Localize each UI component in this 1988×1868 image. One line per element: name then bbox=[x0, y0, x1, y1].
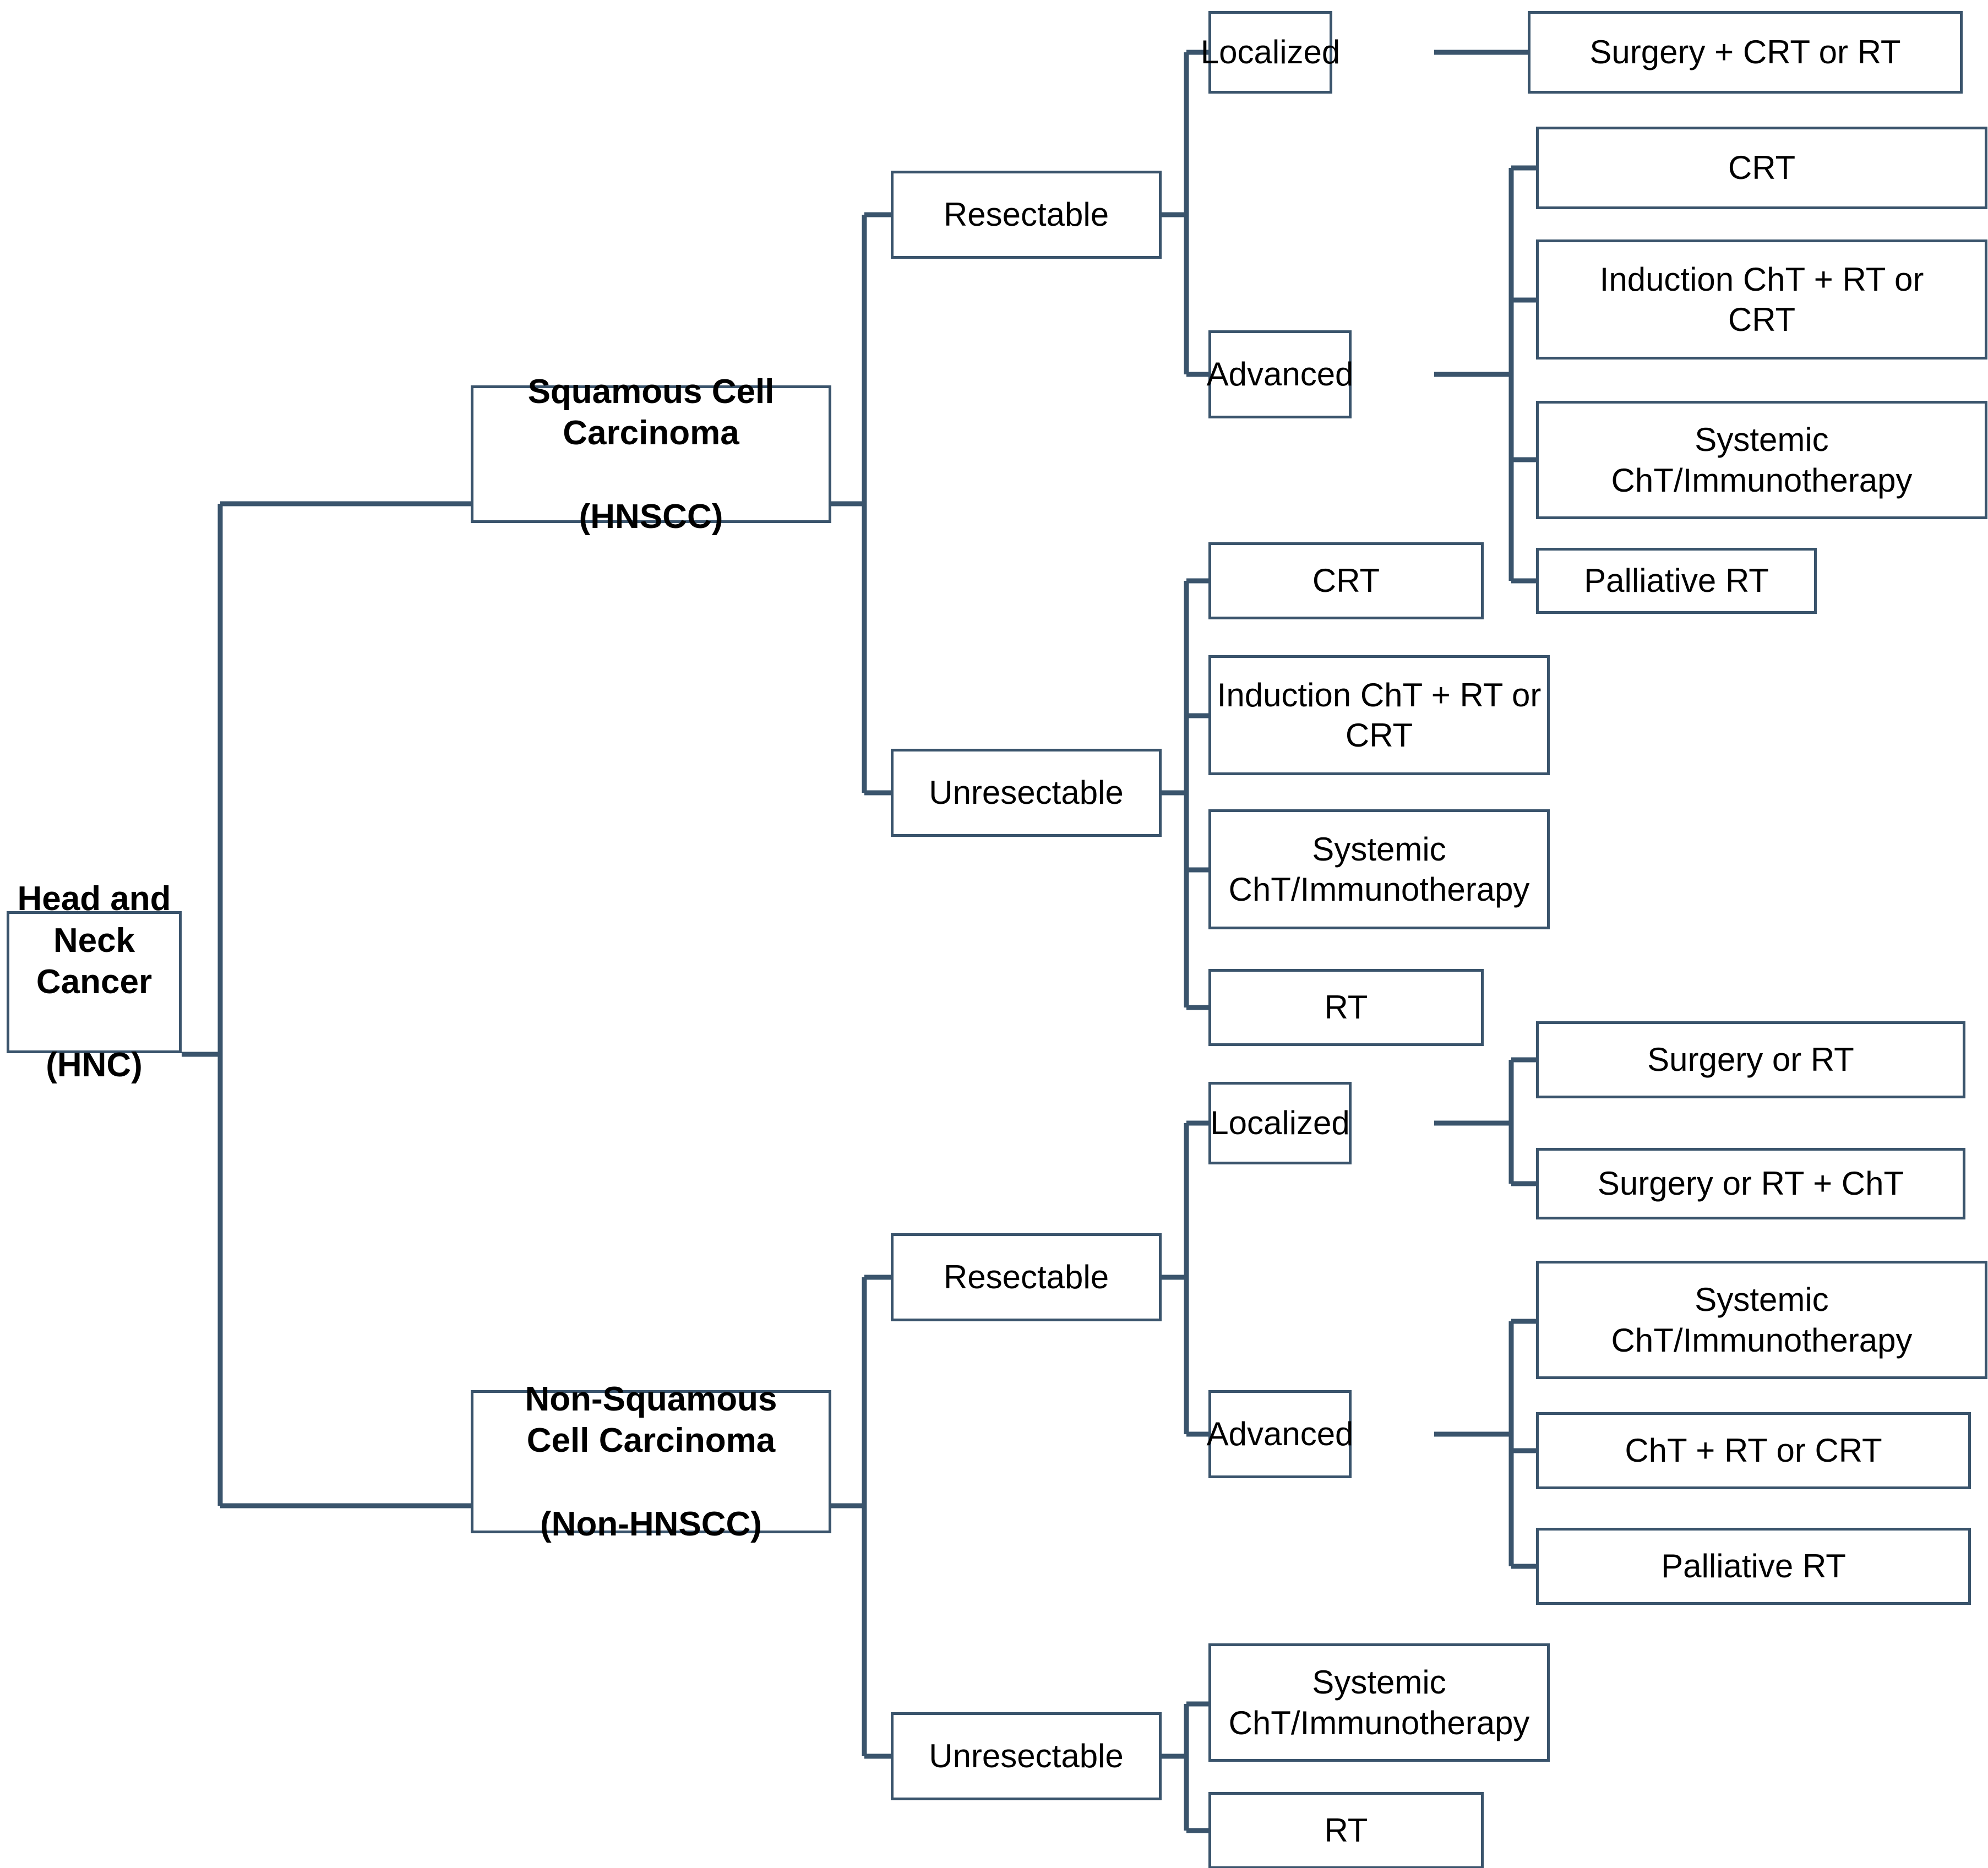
node-non-res-advanced-treatment-2[interactable]: ChT + RT or CRT bbox=[1536, 1412, 1971, 1489]
node-non-hnscc-resectable[interactable]: Resectable bbox=[891, 1233, 1162, 1321]
node-non-unresectable-treatment-2[interactable]: RT bbox=[1208, 1792, 1484, 1868]
node-head-and-neck-cancer[interactable]: Head and Neck Cancer (HNC) bbox=[7, 880, 182, 1084]
node-label: Surgery + CRT or RT bbox=[1589, 34, 1901, 71]
node-hnscc-unresectable-treatment-1[interactable]: CRT bbox=[1208, 542, 1484, 619]
node-label: Induction ChT + RT or CRT bbox=[1599, 260, 1924, 338]
node-label: Advanced bbox=[1206, 356, 1354, 393]
node-non-res-advanced-treatment-1[interactable]: Systemic ChT/Immunotherapy bbox=[1536, 1261, 1987, 1379]
node-hnscc-unresectable-treatment-3[interactable]: Systemic ChT/Immunotherapy bbox=[1208, 809, 1550, 929]
node-label: Non-Squamous Cell Carcinoma (Non-HNSCC) bbox=[525, 1380, 777, 1543]
node-label: Systemic ChT/Immunotherapy bbox=[1611, 421, 1913, 499]
node-hnscc-resectable-localized[interactable]: Localized bbox=[1201, 11, 1340, 94]
node-label: Localized bbox=[1200, 34, 1341, 71]
node-non-res-advanced-treatment-3[interactable]: Palliative RT bbox=[1536, 1528, 1971, 1605]
node-hnscc-unresectable-treatment-2[interactable]: Induction ChT + RT or CRT bbox=[1208, 655, 1550, 775]
node-label: Palliative RT bbox=[1661, 1548, 1846, 1585]
node-non-hnscc[interactable]: Non-Squamous Cell Carcinoma (Non-HNSCC) bbox=[471, 1380, 831, 1543]
node-hnscc-res-advanced-treatment-3[interactable]: Systemic ChT/Immunotherapy bbox=[1536, 401, 1987, 519]
node-label: Surgery or RT + ChT bbox=[1597, 1165, 1904, 1202]
node-label: Systemic ChT/Immunotherapy bbox=[1611, 1281, 1913, 1359]
node-non-res-localized-treatment-2[interactable]: Surgery or RT + ChT bbox=[1536, 1148, 1965, 1219]
node-hnscc-resectable-advanced[interactable]: Advanced bbox=[1206, 330, 1354, 418]
node-label: Palliative RT bbox=[1584, 562, 1769, 600]
node-label: Head and Neck Cancer (HNC) bbox=[17, 879, 171, 1085]
node-label: ChT + RT or CRT bbox=[1625, 1432, 1882, 1469]
node-label: Localized bbox=[1210, 1104, 1350, 1142]
node-hnscc-unresectable-treatment-4[interactable]: RT bbox=[1208, 969, 1484, 1046]
node-non-hnscc-unresectable[interactable]: Unresectable bbox=[891, 1712, 1162, 1800]
node-label: RT bbox=[1324, 1812, 1368, 1849]
node-label: CRT bbox=[1312, 562, 1380, 600]
node-label: Systemic ChT/Immunotherapy bbox=[1228, 1664, 1530, 1741]
node-hnscc-res-advanced-treatment-4[interactable]: Palliative RT bbox=[1536, 548, 1817, 614]
node-hnscc[interactable]: Squamous Cell Carcinoma (HNSCC) bbox=[471, 373, 831, 536]
node-label: Resectable bbox=[943, 1259, 1109, 1296]
node-hnscc-unresectable[interactable]: Unresectable bbox=[891, 749, 1162, 837]
node-non-unresectable-treatment-1[interactable]: Systemic ChT/Immunotherapy bbox=[1208, 1643, 1550, 1762]
node-hnscc-res-localized-treatment-1[interactable]: Surgery + CRT or RT bbox=[1528, 11, 1963, 94]
node-label: RT bbox=[1324, 989, 1368, 1026]
node-label: Surgery or RT bbox=[1647, 1041, 1854, 1079]
node-hnscc-res-advanced-treatment-1[interactable]: CRT bbox=[1536, 127, 1987, 209]
node-label: Unresectable bbox=[929, 774, 1124, 812]
node-label: Squamous Cell Carcinoma (HNSCC) bbox=[527, 372, 775, 536]
node-label: Induction ChT + RT or CRT bbox=[1217, 676, 1542, 754]
node-label: Resectable bbox=[943, 196, 1109, 233]
node-hnscc-res-advanced-treatment-2[interactable]: Induction ChT + RT or CRT bbox=[1536, 239, 1987, 360]
node-label: Unresectable bbox=[929, 1738, 1124, 1775]
node-non-resectable-localized[interactable]: Localized bbox=[1208, 1082, 1352, 1164]
node-non-resectable-advanced[interactable]: Advanced bbox=[1206, 1390, 1354, 1478]
node-label: Advanced bbox=[1206, 1415, 1354, 1453]
node-label: Systemic ChT/Immunotherapy bbox=[1228, 830, 1530, 908]
node-non-res-localized-treatment-1[interactable]: Surgery or RT bbox=[1536, 1021, 1965, 1098]
node-label: CRT bbox=[1728, 149, 1796, 187]
node-hnscc-resectable[interactable]: Resectable bbox=[891, 171, 1162, 259]
